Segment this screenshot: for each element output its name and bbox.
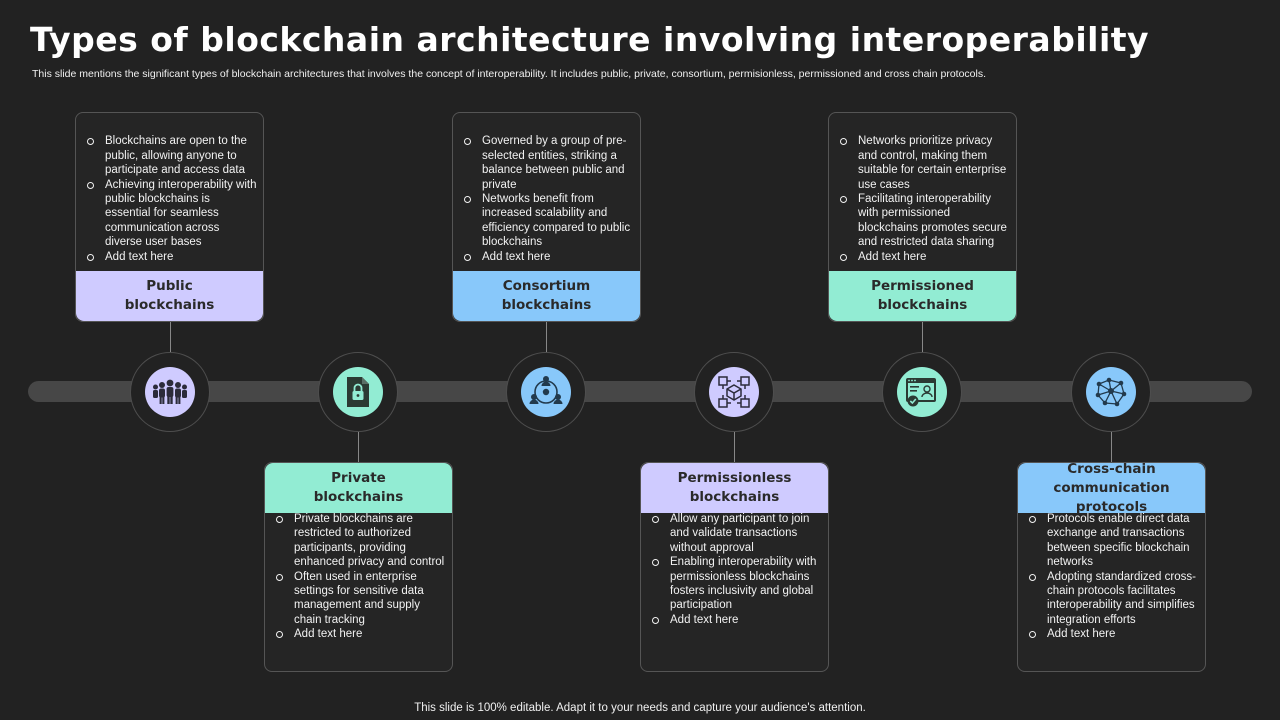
list-item: Protocols enable direct data exchange an… (1029, 512, 1199, 570)
people-group-icon (145, 367, 195, 417)
card-header: Public blockchains (76, 271, 263, 321)
list-item: Governed by a group of pre-selected enti… (464, 134, 634, 192)
timeline-node-permissioned (882, 352, 962, 432)
card-header-line: blockchains (689, 489, 780, 505)
list-item: Add text here (840, 250, 1010, 264)
timeline-node-public (130, 352, 210, 432)
card-header-line: blockchains (877, 297, 968, 313)
card-header-line: blockchains (501, 297, 592, 313)
list-item: Add text here (87, 250, 257, 264)
list-item: Enabling interoperability with permissio… (652, 555, 822, 613)
card-header-line: blockchains (124, 297, 215, 313)
secure-browser-icon (897, 367, 947, 417)
connector-line (922, 322, 923, 352)
card-public-blockchains: Blockchains are open to the public, allo… (75, 112, 264, 322)
card-header-line: Private (331, 470, 386, 486)
bullet-list: Blockchains are open to the public, allo… (76, 134, 263, 264)
network-users-icon (521, 367, 571, 417)
connector-line (1111, 432, 1112, 462)
list-item: Adopting standardized cross-chain protoc… (1029, 570, 1199, 628)
card-header-line: communication protocols (1053, 479, 1170, 515)
list-item: Networks prioritize privacy and control,… (840, 134, 1010, 192)
card-permissionless-blockchains: Permissionless blockchains Allow any part… (640, 462, 829, 672)
card-header-line: Cross-chain (1067, 462, 1156, 477)
bullet-list: Private blockchains are restricted to au… (265, 512, 452, 642)
card-header: Permissionless blockchains (641, 463, 828, 513)
connector-line (170, 322, 171, 352)
card-consortium-blockchains: Governed by a group of pre-selected enti… (452, 112, 641, 322)
list-item: Add text here (276, 627, 446, 641)
footer-note: This slide is 100% editable. Adapt it to… (414, 702, 866, 714)
card-header-line: Consortium (502, 278, 591, 294)
timeline-node-consortium (506, 352, 586, 432)
list-item: Facilitating interoperability with permi… (840, 192, 1010, 250)
list-item: Add text here (652, 613, 822, 627)
page-subtitle: This slide mentions the significant type… (32, 68, 987, 80)
card-header: Cross-chain communication protocols (1018, 462, 1205, 515)
list-item: Private blockchains are restricted to au… (276, 513, 445, 569)
connector-line (546, 322, 547, 352)
locked-document-icon (333, 367, 383, 417)
list-item: Add text here (1029, 627, 1199, 641)
connector-line (358, 432, 359, 462)
blockchain-cubes-icon (709, 367, 759, 417)
bullet-list: Governed by a group of pre-selected enti… (453, 134, 640, 264)
list-item: Allow any participant to join and valida… (652, 512, 822, 555)
list-item: Blockchains are open to the public, allo… (87, 134, 257, 177)
timeline-rail (28, 381, 1252, 402)
list-item: Networks benefit from increased scalabil… (464, 192, 634, 250)
card-header-line: blockchains (313, 489, 404, 505)
bullet-list: Networks prioritize privacy and control,… (829, 134, 1016, 264)
card-header: Consortium blockchains (453, 271, 640, 321)
card-private-blockchains: Private blockchains Private blockchains a… (264, 462, 453, 672)
card-permissioned-blockchains: Networks prioritize privacy and control,… (828, 112, 1017, 322)
timeline-node-permissionless (694, 352, 774, 432)
card-header-line: Permissionless (677, 470, 792, 486)
card-cross-chain-protocols: Cross-chain communication protocols Proto… (1017, 462, 1206, 672)
connector-line (734, 432, 735, 462)
bullet-list: Protocols enable direct data exchange an… (1018, 512, 1205, 642)
card-header-line: Public (146, 278, 193, 294)
page-title: Types of blockchain architecture involvi… (30, 20, 1150, 59)
list-item: Often used in enterprise settings for se… (276, 570, 446, 628)
card-header-line: Permissioned (871, 278, 974, 294)
bullet-list: Allow any participant to join and valida… (641, 512, 828, 627)
list-item: Add text here (464, 250, 634, 264)
node-network-icon (1086, 367, 1136, 417)
card-header: Private blockchains (265, 463, 452, 513)
timeline-node-private (318, 352, 398, 432)
timeline-node-cross-chain (1071, 352, 1151, 432)
list-item: Achieving interoperability with public b… (87, 178, 257, 249)
card-header: Permissioned blockchains (829, 271, 1016, 321)
